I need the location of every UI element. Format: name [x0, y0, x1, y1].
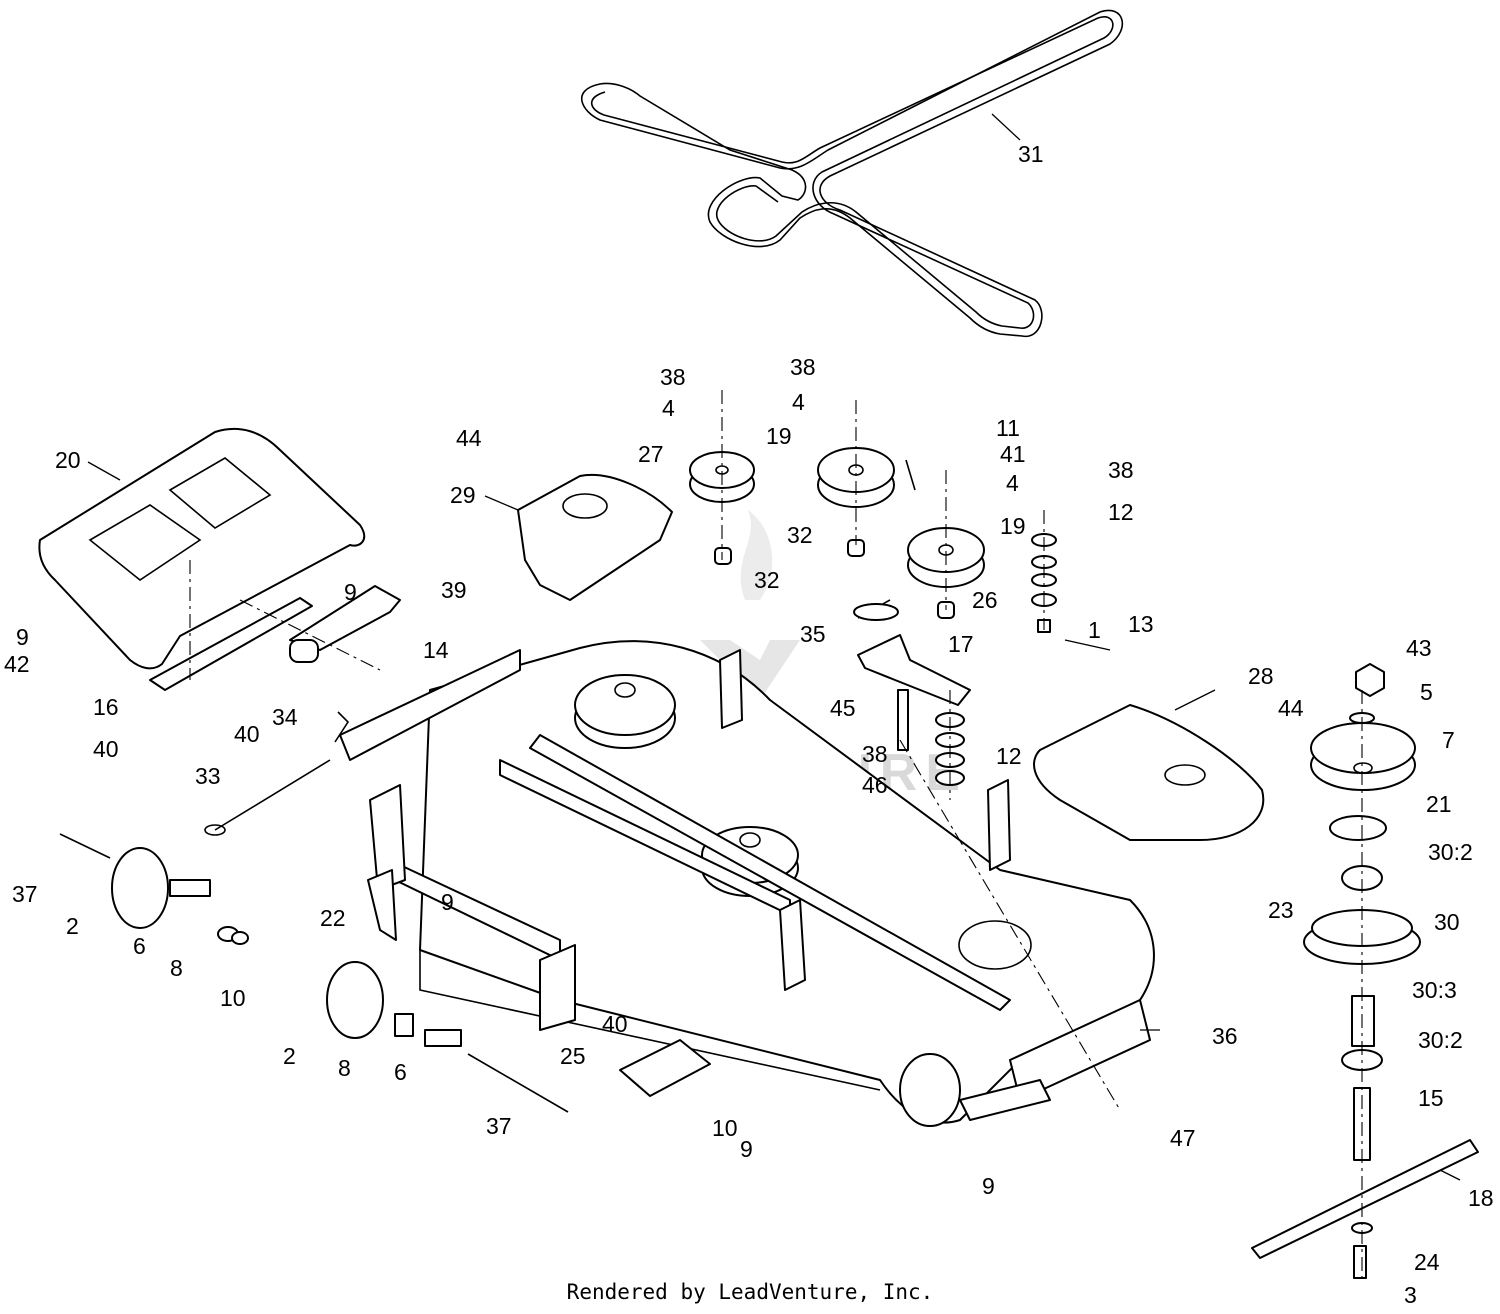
callout-18: 18: [1468, 1185, 1494, 1211]
callout-30-2-b: 30:2: [1418, 1027, 1463, 1053]
belt-shield: [38, 427, 366, 670]
callout-14: 14: [423, 637, 449, 663]
callout-41: 41: [1000, 441, 1026, 467]
callout-17: 17: [948, 631, 974, 657]
watermark-flame: [740, 510, 773, 600]
callout-32-b: 32: [754, 567, 780, 593]
callout-35: 35: [800, 621, 826, 647]
callout-6-b: 6: [394, 1059, 407, 1085]
callout-16: 16: [93, 694, 119, 720]
callout-23: 23: [1268, 897, 1294, 923]
gauge-wheels: [59, 833, 961, 1127]
callout-32: 32: [787, 522, 813, 548]
callout-9-b: 9: [344, 579, 357, 605]
callout-46: 46: [862, 772, 888, 798]
callout-9-c: 9: [441, 889, 454, 915]
callout-7: 7: [1442, 727, 1455, 753]
callout-9: 9: [16, 624, 29, 650]
callout-38-right: 38: [1108, 457, 1134, 483]
shield-bracket: [149, 585, 401, 691]
pulley-cover-left: [517, 473, 673, 601]
callout-31: 31: [1018, 141, 1044, 167]
callout-4-right: 4: [1006, 470, 1019, 496]
leader-lines: [87, 113, 1461, 1280]
callout-10: 10: [220, 985, 246, 1011]
callout-27: 27: [638, 441, 664, 467]
render-credit: Rendered by LeadVenture, Inc.: [566, 1280, 934, 1304]
callout-45: 45: [830, 695, 856, 721]
watermark-logo: [700, 640, 800, 700]
callout-15: 15: [1418, 1085, 1444, 1111]
callout-36: 36: [1212, 1023, 1238, 1049]
callout-8-b: 8: [338, 1055, 351, 1081]
callout-43: 43: [1406, 635, 1432, 661]
callout-12: 12: [1108, 499, 1134, 525]
callout-30-2: 30:2: [1428, 839, 1473, 865]
callout-labels: 31 38 4 44 27 19 38 4 29 32 32 11 41 4 1…: [4, 141, 1494, 1308]
callout-9-d: 9: [740, 1136, 753, 1162]
callout-47: 47: [1170, 1125, 1196, 1151]
callout-42: 42: [4, 651, 30, 677]
callout-22: 22: [320, 905, 346, 931]
callout-4: 4: [662, 395, 675, 421]
callout-40-b: 40: [234, 721, 260, 747]
callout-13: 13: [1128, 611, 1154, 637]
idler-pulleys: [689, 447, 985, 619]
misc-parts: [204, 459, 916, 1097]
callout-9-e: 9: [982, 1173, 995, 1199]
callout-39: 39: [441, 577, 467, 603]
callout-29: 29: [450, 482, 476, 508]
callout-8: 8: [170, 955, 183, 981]
callout-21: 21: [1426, 791, 1452, 817]
callout-19: 19: [766, 423, 792, 449]
idler-arm: [853, 599, 971, 751]
callout-11: 11: [996, 415, 1020, 441]
callout-26: 26: [972, 587, 998, 613]
callout-4-top: 4: [792, 389, 805, 415]
callout-44-right: 44: [1278, 695, 1304, 721]
callout-2: 2: [66, 913, 79, 939]
spindle-assembly: [1251, 663, 1479, 1279]
callout-3: 3: [1404, 1282, 1417, 1308]
callout-25: 25: [560, 1043, 586, 1069]
drive-belt: [580, 9, 1124, 337]
pulley-cover-right: [1033, 704, 1265, 841]
callout-38: 38: [660, 364, 686, 390]
callout-38-top: 38: [790, 354, 816, 380]
callout-19-right: 19: [1000, 513, 1026, 539]
callout-20: 20: [55, 447, 81, 473]
callout-44: 44: [456, 425, 482, 451]
mower-deck: [339, 640, 1155, 1124]
callout-5: 5: [1420, 679, 1433, 705]
callout-34: 34: [272, 704, 298, 730]
callout-24: 24: [1414, 1249, 1440, 1275]
callout-38-mid: 38: [862, 741, 888, 767]
callout-12-mid: 12: [996, 743, 1022, 769]
callout-28: 28: [1248, 663, 1274, 689]
callout-40-c: 40: [602, 1011, 628, 1037]
callout-33: 33: [195, 763, 221, 789]
callout-30-3: 30:3: [1412, 977, 1457, 1003]
callout-1: 1: [1088, 617, 1101, 643]
callout-37: 37: [12, 881, 38, 907]
callout-40: 40: [93, 736, 119, 762]
callout-10-b: 10: [712, 1115, 738, 1141]
callout-30: 30: [1434, 909, 1460, 935]
callout-37-b: 37: [486, 1113, 512, 1139]
callout-2-b: 2: [283, 1043, 296, 1069]
callout-6: 6: [133, 933, 146, 959]
